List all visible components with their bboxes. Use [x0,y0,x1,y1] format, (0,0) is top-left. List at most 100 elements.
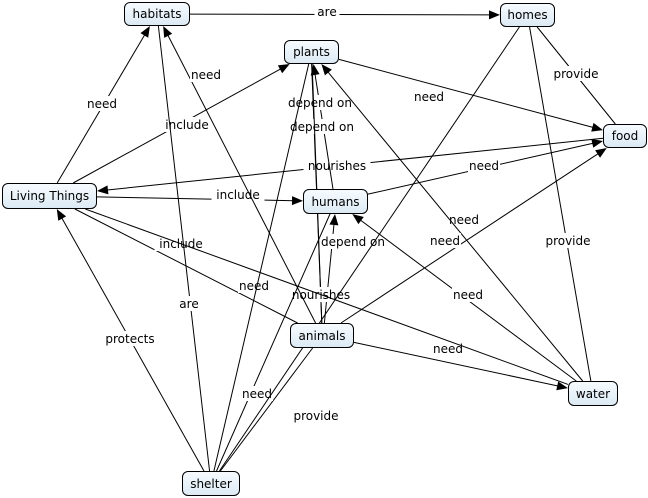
edge-line [529,26,592,382]
edge-label: need [242,387,272,401]
edge-living-things-to-habitats: need [56,26,150,184]
edge-line [353,341,560,387]
edge-label: depend on [290,120,354,134]
edge-food-to-living-things: nourishes [97,137,604,195]
edge-label-background [100,331,160,346]
arrowhead-icon [140,26,150,38]
edge-living-things-to-water [85,208,569,385]
node-plants[interactable]: plants [284,40,339,64]
edge-label: provide [553,67,598,81]
edge-label-background [190,67,222,82]
edge-label-background [432,341,464,356]
arrowhead-icon [595,148,607,158]
arrowhead-icon [591,139,603,148]
edge-label: are [317,5,336,19]
edge-label-background [319,234,387,249]
edge-living-things-to-plants: include [72,64,290,184]
edge-shelter-to-plants [213,63,310,472]
node-water[interactable]: water [568,381,618,406]
node-living-things[interactable]: Living Things [2,183,97,209]
edge-label: need [430,234,460,248]
edge-animals-to-water: need [353,341,568,391]
edge-label: need [449,213,479,227]
edge-habitats-to-homes: are [189,4,500,20]
edge-humans-to-shelter: need [216,213,331,472]
arrowhead-icon [291,196,303,206]
edge-label: need [87,97,117,111]
edge-label: include [216,188,259,202]
arrowhead-icon [352,214,364,225]
edge-label-background [241,386,273,401]
edge-label-background [448,212,480,227]
edge-line [85,208,569,385]
edge-plants-to-food: need [338,58,603,132]
edge-label-background [429,233,461,248]
edge-living-things-to-humans: include [96,187,303,206]
edge-label: need [469,159,499,173]
arrowhead-icon [556,381,568,391]
edge-label-background [286,95,354,110]
edge-label-background [314,4,340,19]
edge-line [166,33,317,324]
edge-label-background [238,278,270,293]
edge-label: protects [105,332,154,346]
edge-label-background [541,233,595,248]
edge-label: provide [545,234,590,248]
edge-label-background [288,119,356,134]
arrowhead-icon [163,26,173,38]
edge-water-to-plants: need [321,64,584,382]
edge-label: include [165,118,208,132]
edge-label-background [86,96,118,111]
edge-label-background [452,287,484,302]
edge-homes-to-water: provide [529,26,595,382]
arrowhead-icon [321,64,332,76]
edge-label-background [176,296,202,311]
arrowhead-icon [488,10,500,20]
node-humans[interactable]: humans [303,189,368,214]
edge-label: depend on [288,96,352,110]
edge-homes-to-food: provide [536,26,616,125]
edge-line [338,58,595,129]
edge-line [219,26,520,472]
edge-shelter-to-animals: need [219,347,314,472]
edge-label: need [239,279,269,293]
node-homes[interactable]: homes [500,3,555,27]
edge-water-to-humans: need [352,214,577,382]
node-habitats[interactable]: habitats [124,2,190,26]
edge-label: are [179,297,198,311]
edge-label: depend on [321,235,385,249]
edge-label: need [191,68,221,82]
arrowhead-icon [329,214,339,226]
edge-shelter-to-homes: provide [219,26,520,472]
node-food[interactable]: food [603,124,647,148]
edge-label: provide [293,409,338,423]
edge-line [326,70,584,382]
arrowhead-icon [56,209,67,221]
edge-label: need [433,342,463,356]
edge-habitats-to-shelter: are [157,25,211,472]
edge-label: nourishes [308,159,366,173]
edge-line [213,63,310,472]
arrowhead-icon [97,185,109,195]
edge-label-background [160,117,214,132]
edge-animals-to-habitats: need [163,26,317,324]
edge-humans-to-food: need [367,139,603,195]
edge-label-background [303,158,371,173]
edge-label-background [413,89,445,104]
edge-label: need [414,90,444,104]
arrowhead-icon [591,122,603,132]
edge-line [219,347,314,472]
arrowhead-icon [277,64,290,74]
edge-line [189,13,492,16]
edge-label-background [468,158,500,173]
edge-line [157,25,211,472]
edge-label-background [549,66,603,81]
edge-line [216,213,331,472]
node-animals[interactable]: animals [290,323,354,348]
edge-animals-to-humans: depend on [319,214,387,324]
node-shelter[interactable]: shelter [182,471,240,496]
edge-label-background [289,408,343,423]
edge-shelter-to-living-things: protects [56,209,205,472]
